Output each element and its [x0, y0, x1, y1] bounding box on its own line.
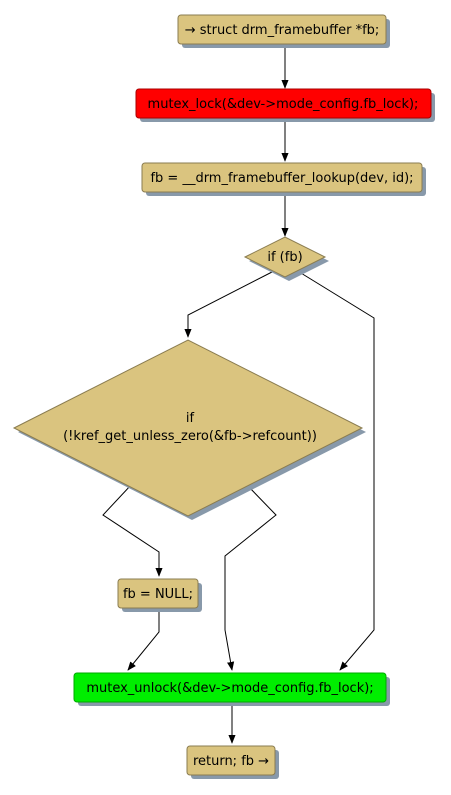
- node-if-kref-label-line1: if: [186, 411, 195, 426]
- node-mutex-lock: mutex_lock(&dev->mode_config.fb_lock);: [135, 88, 435, 122]
- node-return-label: return; fb →: [193, 754, 269, 769]
- node-start: → struct drm_framebuffer *fb;: [177, 14, 390, 48]
- edge-if-fb-false: [295, 269, 375, 671]
- node-if-kref-label-line2: (!kref_get_unless_zero(&fb->refcount)): [63, 429, 317, 444]
- node-set-null: fb = NULL;: [117, 578, 202, 612]
- edge-if-kref-false: [224, 484, 277, 671]
- node-if-fb-label: if (fb): [267, 250, 302, 265]
- node-lookup-label: fb = __drm_framebuffer_lookup(dev, id);: [150, 171, 413, 186]
- node-if-fb: if (fb): [243, 236, 329, 281]
- node-set-null-label: fb = NULL;: [123, 587, 193, 602]
- node-mutex-unlock: mutex_unlock(&dev->mode_config.fb_lock);: [73, 672, 390, 706]
- node-mutex-lock-label: mutex_lock(&dev->mode_config.fb_lock);: [148, 97, 419, 112]
- edge-if-kref-true: [102, 484, 163, 577]
- edge-null-to-unlock: [127, 609, 160, 671]
- node-mutex-unlock-label: mutex_unlock(&dev->mode_config.fb_lock);: [86, 681, 373, 696]
- node-lookup: fb = __drm_framebuffer_lookup(dev, id);: [141, 162, 426, 196]
- node-if-kref: if (!kref_get_unless_zero(&fb->refcount)…: [12, 339, 366, 520]
- node-start-label: → struct drm_framebuffer *fb;: [185, 23, 380, 38]
- node-return: return; fb →: [186, 745, 279, 779]
- edges: [102, 46, 375, 744]
- edge-if-fb-true: [184, 271, 273, 338]
